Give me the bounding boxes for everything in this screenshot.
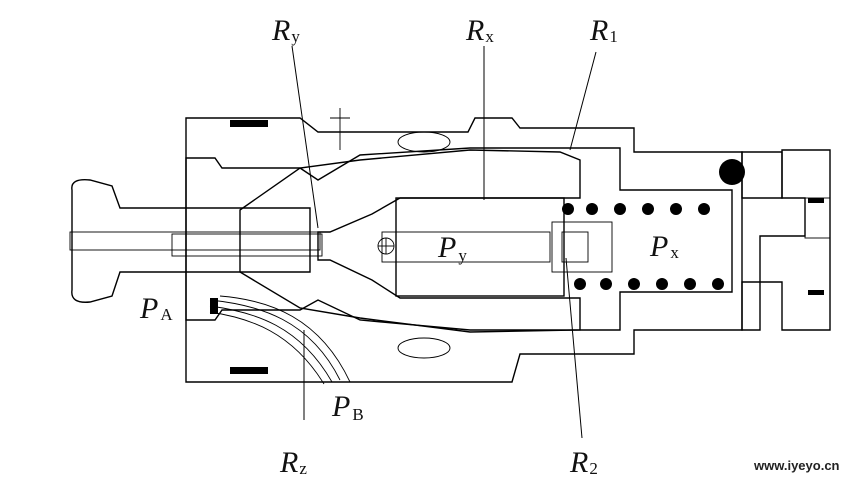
watermark: www.iyeyo.cn <box>753 458 840 473</box>
left-spindle <box>69 179 323 303</box>
label-rz: Rz <box>279 446 307 479</box>
inner-sleeve <box>239 149 581 333</box>
ports <box>330 108 451 359</box>
leader-lines <box>291 45 597 439</box>
spool-piston <box>377 197 613 297</box>
label-ry: Ry <box>271 14 300 47</box>
spring-coils <box>562 203 724 290</box>
label-rx: Rx <box>465 14 494 47</box>
seal-rings <box>230 120 268 374</box>
right-end-plug <box>719 151 831 331</box>
label-r2: R2 <box>569 446 598 479</box>
label-r1: R1 <box>589 14 618 47</box>
flow-lines <box>209 295 351 385</box>
